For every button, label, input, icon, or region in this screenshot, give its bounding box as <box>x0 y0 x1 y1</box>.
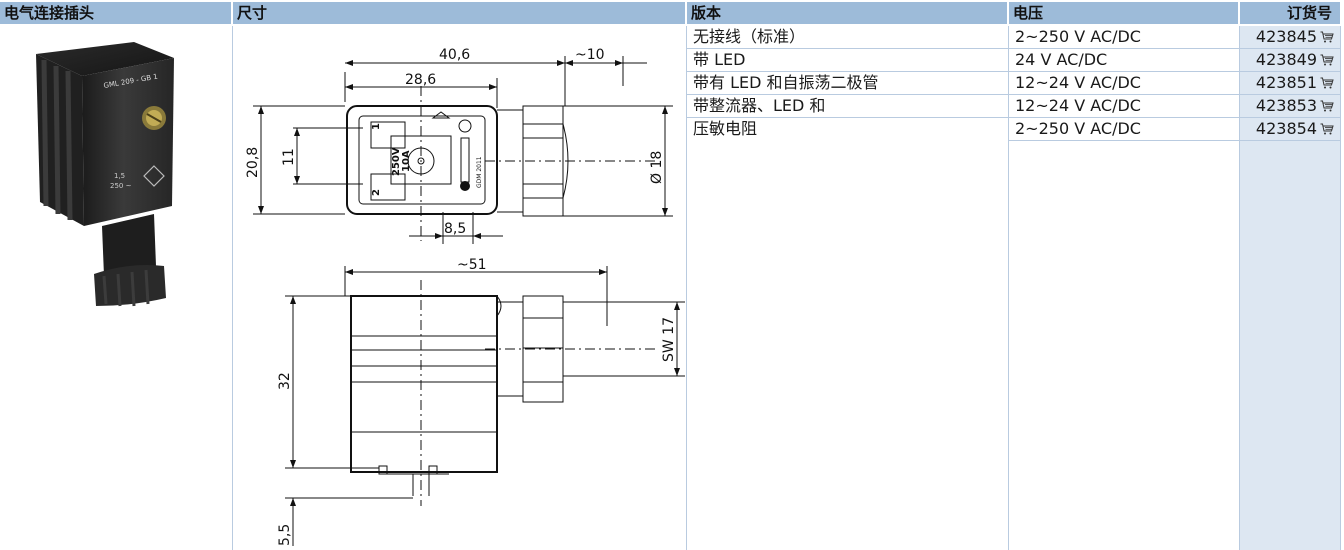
voltage-cell: 12~24 V AC/DC <box>1015 73 1141 92</box>
dim-wrench-size: SW 17 <box>661 317 677 362</box>
header-version: 版本 <box>687 2 1007 24</box>
dim-overall-height: 20,8 <box>245 147 261 178</box>
order-number-cell[interactable]: 423845 <box>1240 27 1344 47</box>
grid-line <box>1239 26 1240 550</box>
grid-line <box>686 117 1341 118</box>
voltage-cell: 24 V AC/DC <box>1015 50 1108 69</box>
order-column-background <box>1240 26 1340 550</box>
photo-rating-label: 1,5 <box>114 172 125 180</box>
dimension-drawing: 40,6 ~10 28,6 8,5 ~51 20,8 11 Ø 18 SW 17… <box>245 47 685 546</box>
order-number-cell[interactable]: 423849 <box>1240 50 1344 70</box>
grid-line <box>1008 140 1341 141</box>
grid-line <box>686 94 1341 95</box>
grid-line <box>686 48 1341 49</box>
header-voltage: 电压 <box>1009 2 1238 24</box>
order-number[interactable]: 423853 <box>1255 96 1317 115</box>
version-cell: 带整流器、LED 和 <box>693 96 826 115</box>
shopping-cart-icon[interactable] <box>1320 31 1334 43</box>
dim-pin-length: 5,5 <box>277 524 293 546</box>
order-number-cell[interactable]: 423853 <box>1240 96 1344 116</box>
marking-voltage: 250V <box>391 147 402 176</box>
grid-line <box>1008 26 1009 550</box>
voltage-cell: 2~250 V AC/DC <box>1015 27 1141 46</box>
grid-line <box>686 26 687 550</box>
ground-symbol <box>143 165 165 187</box>
pin-1-label: 1 <box>371 123 382 130</box>
dim-gland-length: ~10 <box>575 47 605 63</box>
header-order-number: 订货号 <box>1240 2 1340 24</box>
version-cell: 压敏电阻 <box>693 119 758 138</box>
dim-side-height: 32 <box>277 372 293 390</box>
dim-side-length: ~51 <box>457 257 487 273</box>
version-cell: 无接线（标准） <box>693 27 806 46</box>
order-number-cell[interactable]: 423854 <box>1240 119 1344 139</box>
version-cell: 带 LED <box>693 50 746 69</box>
grid-line <box>686 71 1341 72</box>
order-number[interactable]: 423849 <box>1255 50 1317 69</box>
marking-side: GDM 2011 <box>476 156 483 188</box>
dim-body-width: 28,6 <box>405 72 436 88</box>
header-dimensions: 尺寸 <box>233 2 685 24</box>
shopping-cart-icon[interactable] <box>1320 123 1334 135</box>
shopping-cart-icon[interactable] <box>1320 54 1334 66</box>
product-photo: GML 209 - GB 1 1,5 250 ~ <box>36 42 174 307</box>
version-cell: 带有 LED 和自振荡二极管 <box>693 73 879 92</box>
ground-terminal-icon <box>458 119 472 133</box>
marking-current: 10A <box>401 150 412 172</box>
pin-2-label: 2 <box>371 189 382 196</box>
dim-inner-height: 11 <box>281 148 297 166</box>
photo-rating-label: 250 ~ <box>110 182 132 190</box>
dim-pin-spacing: 8,5 <box>444 221 466 237</box>
order-number[interactable]: 423851 <box>1255 73 1317 92</box>
grid-line <box>1340 26 1341 550</box>
dim-overall-width: 40,6 <box>439 47 470 63</box>
order-number-cell[interactable]: 423851 <box>1240 73 1344 93</box>
order-number[interactable]: 423854 <box>1255 119 1317 138</box>
voltage-cell: 2~250 V AC/DC <box>1015 119 1141 138</box>
shopping-cart-icon[interactable] <box>1320 100 1334 112</box>
dim-diameter: Ø 18 <box>649 151 665 184</box>
shopping-cart-icon[interactable] <box>1320 77 1334 89</box>
grid-line <box>232 26 233 550</box>
voltage-cell: 12~24 V AC/DC <box>1015 96 1141 115</box>
order-number[interactable]: 423845 <box>1255 27 1317 46</box>
header-connector: 电气连接插头 <box>0 2 231 24</box>
